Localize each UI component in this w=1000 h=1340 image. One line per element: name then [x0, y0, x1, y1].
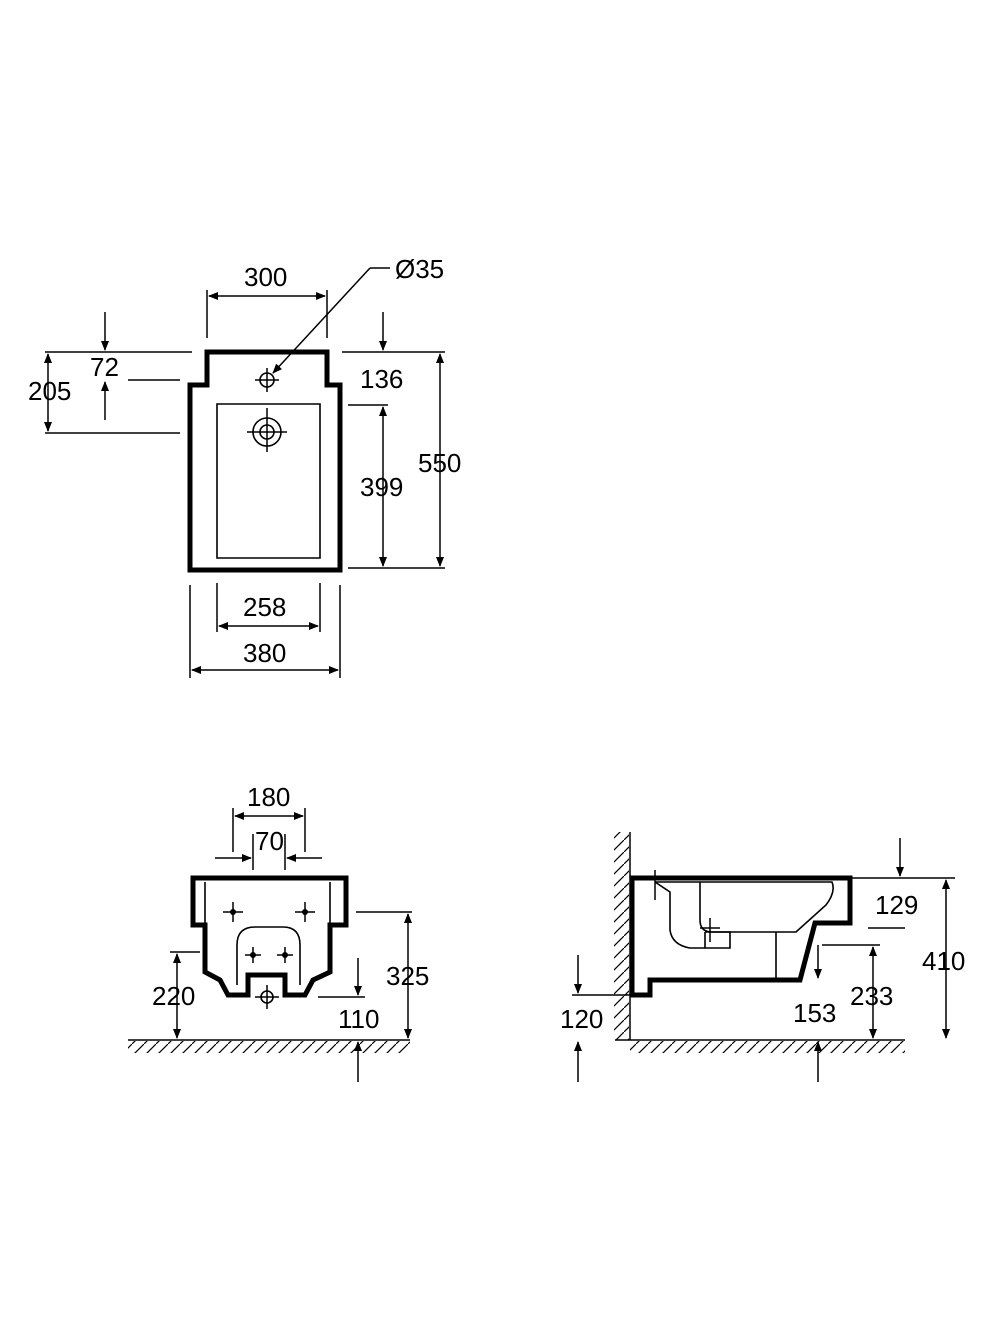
- top-view-bowl: [216, 403, 321, 559]
- supply-hole-left: [245, 947, 261, 963]
- dim-399: 399: [360, 472, 403, 502]
- dim-380: 380: [243, 638, 286, 668]
- dim-325: 325: [386, 961, 429, 991]
- dim-258: 258: [243, 592, 286, 622]
- waste-outlet: [255, 985, 279, 1009]
- dim-300: 300: [244, 262, 287, 292]
- side-view-outline: [629, 875, 853, 998]
- fixing-hole-left: [223, 902, 243, 922]
- side-floor-hatch: [630, 1041, 905, 1053]
- dim-153: 153: [793, 998, 836, 1028]
- front-view-outline: [190, 875, 349, 998]
- dim-180: 180: [247, 782, 290, 812]
- top-view: 300 Ø35 72 205 136 399 550 258 380: [28, 254, 461, 678]
- dim-220: 220: [152, 981, 195, 1011]
- dim-120: 120: [560, 1004, 603, 1034]
- dim-110: 110: [338, 1004, 379, 1034]
- tap-hole: [255, 368, 279, 392]
- dim-136: 136: [360, 364, 403, 394]
- side-view: 129 410 233 153 120: [560, 832, 965, 1082]
- dim-70: 70: [255, 826, 284, 856]
- dim-129: 129: [875, 890, 918, 920]
- top-view-outline: [187, 349, 343, 573]
- front-floor-hatch: [128, 1041, 410, 1053]
- front-view-inner-wall: [204, 882, 331, 925]
- dim-410: 410: [922, 946, 965, 976]
- side-view-rim: [654, 881, 706, 949]
- fixing-hole-right: [295, 902, 315, 922]
- wall-hatch: [614, 832, 629, 1040]
- dim-550: 550: [418, 448, 461, 478]
- dim-diameter-35: Ø35: [395, 254, 444, 284]
- dim-205: 205: [28, 376, 71, 406]
- supply-hole-right: [277, 947, 293, 963]
- front-view: 180 70 220 325 110: [128, 782, 429, 1082]
- front-view-bowl-arch: [236, 926, 301, 985]
- dim-72: 72: [90, 352, 119, 382]
- drain-hole: [247, 408, 287, 452]
- dim-233: 233: [850, 981, 893, 1011]
- side-view-trap: [705, 931, 731, 949]
